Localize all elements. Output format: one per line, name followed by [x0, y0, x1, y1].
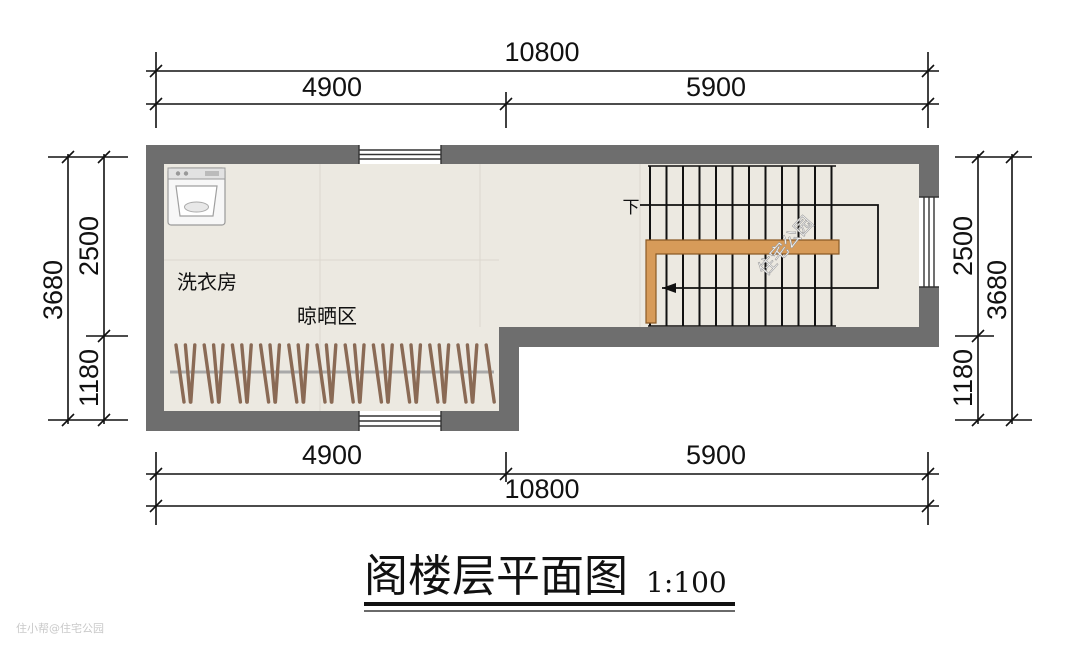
room-label-drying: 晾晒区 — [297, 304, 357, 328]
hanger — [442, 343, 451, 404]
hanger — [343, 343, 355, 404]
hanger — [437, 343, 446, 404]
dim-left-total: 3680 — [38, 260, 68, 320]
hanger — [258, 343, 271, 404]
hanger — [268, 343, 277, 404]
hanger — [324, 343, 334, 404]
stair-down-label: 下 — [623, 198, 640, 218]
hanger — [296, 343, 305, 404]
hanger — [217, 343, 225, 404]
hanger — [352, 343, 362, 404]
hanger — [273, 343, 282, 404]
stair-arrow-icon — [662, 283, 676, 293]
dim-bottom-total: 10800 — [504, 474, 579, 504]
hanger — [301, 343, 310, 404]
dim-right-upper: 2500 — [948, 216, 978, 276]
drying-rack — [170, 343, 496, 404]
hanger — [399, 343, 412, 404]
stair-handrail — [645, 239, 840, 324]
walls — [146, 145, 939, 431]
windows — [358, 145, 939, 431]
hanger — [189, 343, 197, 404]
washing-machine-icon — [167, 167, 226, 226]
dim-left-upper: 2500 — [74, 216, 104, 276]
hanger — [456, 343, 468, 404]
hanger — [183, 343, 193, 404]
dim-top-left: 4900 — [302, 72, 362, 102]
dim-top-right: 5900 — [686, 72, 746, 102]
hanger — [315, 343, 327, 404]
dimension-lines — [48, 52, 1032, 525]
hanger — [381, 343, 390, 404]
window-top — [358, 145, 442, 164]
corner-watermark: 住小帮@住宅公园 — [16, 621, 104, 635]
hanger — [371, 343, 384, 404]
window-right — [919, 196, 939, 288]
hanger — [414, 343, 423, 404]
hanger — [211, 343, 221, 404]
window-bottom — [358, 411, 442, 431]
hanger — [330, 343, 338, 404]
hanger — [358, 343, 366, 404]
hanger — [230, 343, 243, 404]
hanger — [245, 343, 253, 404]
hanger — [428, 343, 440, 404]
hanger — [409, 343, 418, 404]
hanger — [471, 343, 479, 404]
stair-direction-line — [640, 204, 879, 289]
hanger — [174, 343, 186, 404]
hanger — [202, 343, 214, 404]
drawing-title: 阁楼层平面图 — [364, 551, 628, 602]
drawing-scale: 1:100 — [646, 566, 727, 599]
hanger — [465, 343, 475, 404]
hangers — [174, 343, 496, 404]
hanger — [484, 343, 496, 404]
hanger — [386, 343, 394, 404]
dim-right-lower: 1180 — [948, 349, 978, 407]
room-label-laundry: 洗衣房 — [177, 270, 237, 294]
dim-bottom-left: 4900 — [302, 440, 362, 470]
hanger — [240, 343, 249, 404]
staircase: 下 — [623, 165, 879, 327]
dim-top-total: 10800 — [504, 37, 579, 67]
floor-area — [164, 164, 919, 411]
dim-left-lower: 1180 — [74, 349, 104, 407]
dim-bottom-right: 5900 — [686, 440, 746, 470]
dim-right-total: 3680 — [982, 260, 1012, 320]
hanger — [287, 343, 299, 404]
